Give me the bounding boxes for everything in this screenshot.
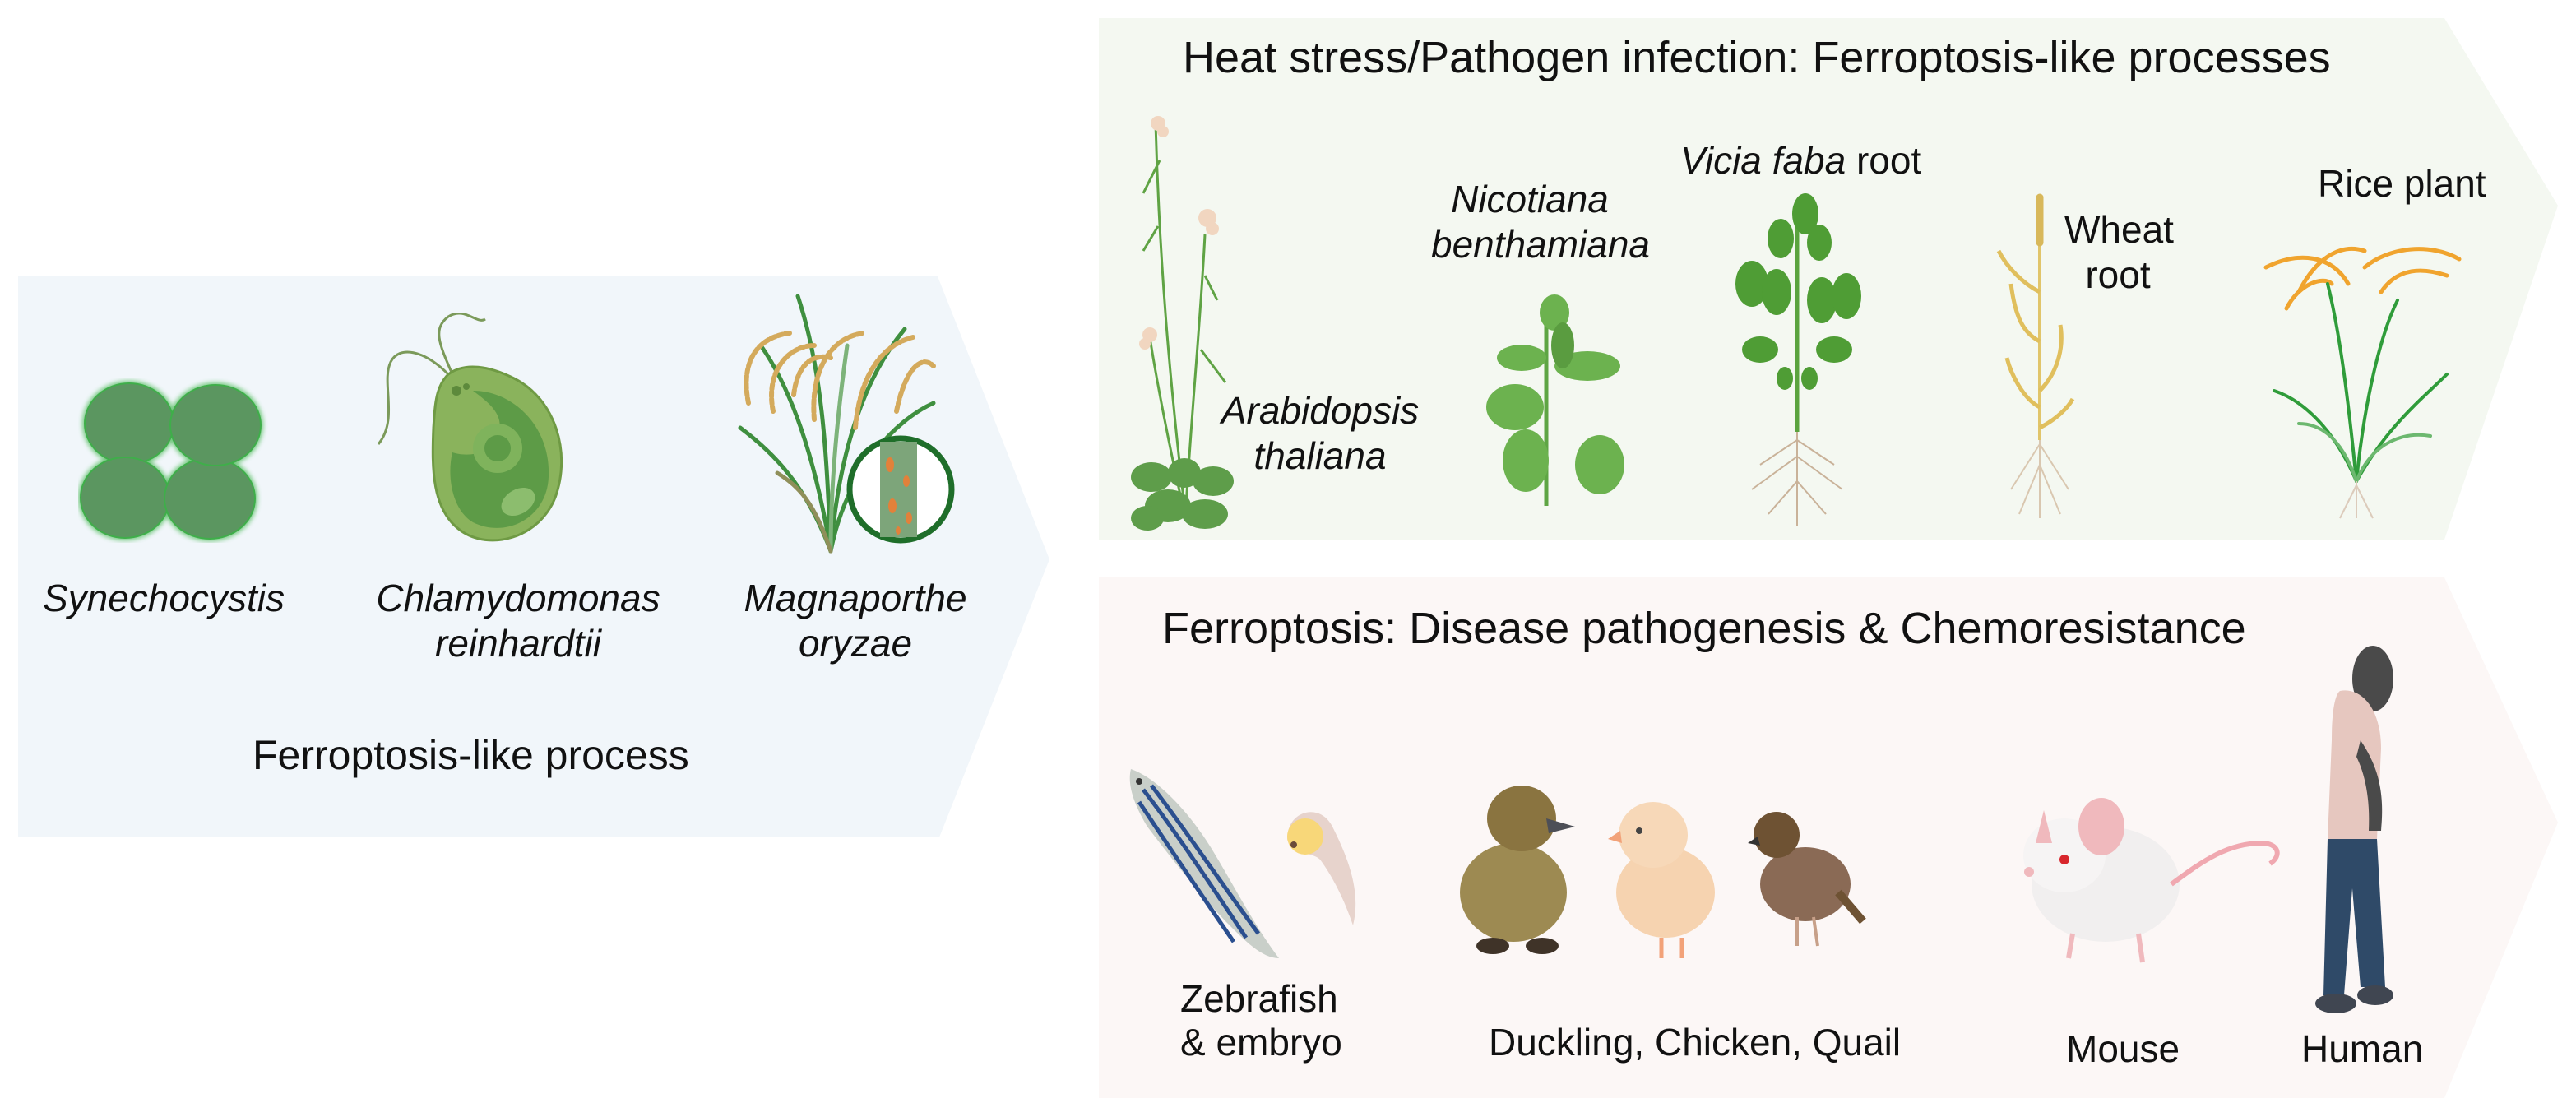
- left-panel-shape: [18, 276, 1049, 837]
- label-synechocystis: Synechocystis: [43, 577, 285, 619]
- duckling: [1460, 786, 1575, 954]
- label-arabidopsis: Arabidopsis thaliana: [1201, 388, 1439, 479]
- fava-bean-plant-icon: [1735, 193, 1861, 526]
- green-alga-cell-icon: [377, 313, 563, 542]
- cyanobacteria-cluster-icon: [78, 381, 263, 541]
- label-arabidopsis-genus: Arabidopsis: [1221, 389, 1420, 432]
- zebrafish-icon: [1129, 769, 1356, 958]
- left-panel-caption: Ferroptosis-like process: [253, 732, 689, 778]
- arabidopsis-plant-icon: [1131, 116, 1234, 531]
- label-wheat-root-line2: root: [2085, 253, 2151, 297]
- chick: [1608, 802, 1715, 958]
- label-chlamydomonas-genus: Chlamydomonas: [376, 577, 660, 619]
- label-zebrafish-line2: & embryo: [1180, 1020, 1342, 1064]
- human-icon: [2315, 646, 2393, 1013]
- label-mouse: Mouse: [2066, 1027, 2180, 1070]
- label-vicia-faba: Vicia faba root: [1680, 138, 1921, 183]
- label-arabidopsis-species: thaliana: [1253, 434, 1387, 478]
- quail: [1748, 812, 1866, 947]
- label-rice-plant: Rice plant: [2318, 162, 2486, 205]
- label-magnaporthe-species: oryzae: [798, 622, 913, 665]
- label-vicia-faba-root: root: [1846, 139, 1922, 182]
- infected-rice-plant-icon: [738, 294, 955, 554]
- label-nicotiana: Nicotiana benthamiana: [1431, 177, 1650, 267]
- label-magnaporthe: Magnaporthe oryzae: [724, 576, 987, 666]
- label-human: Human: [2301, 1027, 2424, 1070]
- wheat-plant-icon: [1996, 193, 2075, 518]
- bottom-right-panel-title: Ferroptosis: Disease pathogenesis & Chem…: [1162, 604, 2246, 653]
- label-magnaporthe-genus: Magnaporthe: [744, 577, 967, 619]
- label-chlamydomonas: Chlamydomonas reinhardtii: [354, 576, 683, 666]
- birds-icon: [1460, 786, 1866, 958]
- label-chlamydomonas-species: reinhardtii: [435, 622, 601, 665]
- mouse-icon: [2023, 798, 2280, 963]
- label-zebrafish: Zebrafish & embryo: [1180, 977, 1342, 1064]
- bottom-right-panel-shape: [1099, 577, 2558, 1098]
- label-vicia-faba-latin: Vicia faba: [1680, 139, 1846, 182]
- label-wheat-root-line1: Wheat: [2064, 208, 2174, 251]
- rice-plant-icon: [2263, 246, 2462, 519]
- top-right-panel-title: Heat stress/Pathogen infection: Ferropto…: [1183, 33, 2331, 82]
- label-nicotiana-species: benthamiana: [1431, 223, 1650, 267]
- label-nicotiana-genus: Nicotiana: [1451, 178, 1609, 220]
- label-birds: Duckling, Chicken, Quail: [1489, 1021, 1902, 1064]
- label-wheat-root: Wheat root: [2064, 207, 2174, 298]
- tobacco-plant-icon: [1486, 294, 1624, 506]
- top-right-panel-shape: [1099, 18, 2558, 540]
- label-zebrafish-line1: Zebrafish: [1180, 977, 1338, 1020]
